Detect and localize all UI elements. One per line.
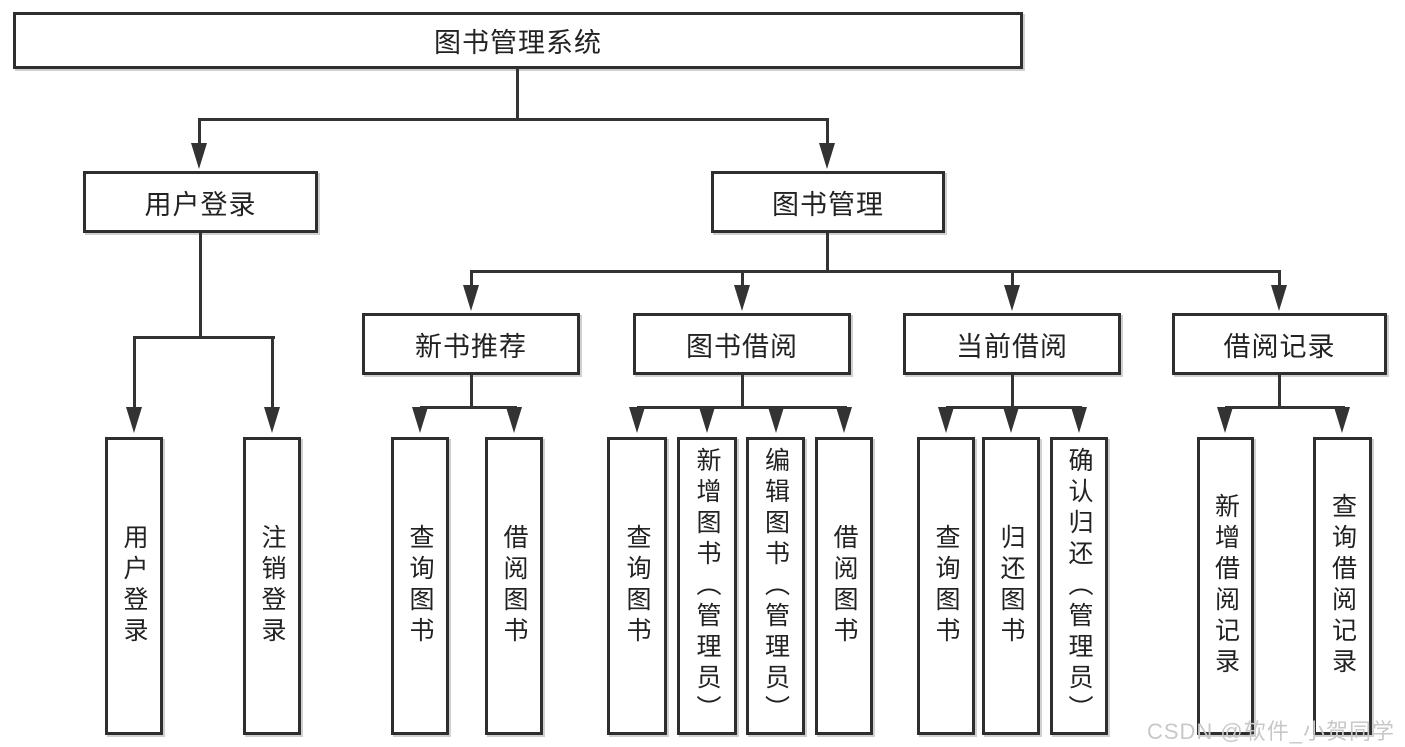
arrow-down-icon: [264, 407, 280, 433]
leaf-edit-book-admin: 编辑图书（管理员）: [746, 437, 805, 735]
connector-vline: [741, 375, 744, 406]
arrow-down-icon: [699, 407, 715, 433]
connector-vline: [470, 270, 473, 287]
leaf-query-books-recommend: 查询图书: [391, 437, 449, 735]
leaf-add-book-admin: 新增图书（管理员）: [677, 437, 737, 735]
connector-hline: [420, 406, 517, 409]
leaf-query-borrow-record: 查询借阅记录: [1313, 437, 1372, 735]
connector-vline: [133, 336, 136, 409]
leaf-query-books-borrow: 查询图书: [607, 437, 667, 735]
connector-hline: [637, 406, 847, 409]
node-book-borrow: 图书借阅: [633, 313, 851, 375]
connector-vline: [199, 233, 202, 336]
arrow-down-icon: [836, 407, 852, 433]
arrow-down-icon: [463, 285, 479, 311]
arrow-down-icon: [1004, 285, 1020, 311]
connector-hline: [1225, 406, 1345, 409]
connector-hline: [198, 118, 828, 121]
arrow-down-icon: [1003, 407, 1019, 433]
connector-vline: [516, 68, 519, 118]
leaf-user-login: 用户登录: [105, 437, 163, 735]
connector-vline: [826, 118, 829, 145]
leaf-logout: 注销登录: [243, 437, 301, 735]
connector-vline: [1278, 375, 1281, 406]
connector-hline: [471, 270, 1281, 273]
connector-vline: [826, 233, 829, 270]
arrow-down-icon: [1071, 407, 1087, 433]
arrow-down-icon: [819, 143, 835, 169]
arrow-down-icon: [1334, 407, 1350, 433]
leaf-borrow-books-recommend: 借阅图书: [485, 437, 543, 735]
connector-hline: [134, 336, 275, 339]
connector-vline: [1011, 375, 1014, 406]
leaf-borrow-books: 借阅图书: [815, 437, 873, 735]
connector-vline: [470, 375, 473, 406]
arrow-down-icon: [126, 407, 142, 433]
connector-vline: [741, 270, 744, 287]
leaf-add-borrow-record: 新增借阅记录: [1197, 437, 1254, 735]
node-user-login: 用户登录: [83, 171, 318, 233]
node-current-borrow: 当前借阅: [903, 313, 1121, 375]
leaf-query-books-current: 查询图书: [917, 437, 975, 735]
arrow-down-icon: [768, 407, 784, 433]
arrow-down-icon: [191, 143, 207, 169]
arrow-down-icon: [734, 285, 750, 311]
connector-vline: [1011, 270, 1014, 287]
node-book-management: 图书管理: [711, 171, 945, 233]
connector-vline: [198, 118, 201, 145]
csdn-watermark: CSDN @软件_小贺同学: [1146, 719, 1395, 744]
arrow-down-icon: [629, 407, 645, 433]
node-root: 图书管理系统: [13, 12, 1023, 69]
node-new-book-recommend: 新书推荐: [362, 313, 580, 375]
arrow-down-icon: [1271, 285, 1287, 311]
arrow-down-icon: [1217, 407, 1233, 433]
connector-vline: [271, 336, 274, 409]
node-borrow-records: 借阅记录: [1172, 313, 1387, 375]
leaf-confirm-return-admin: 确认归还（管理员）: [1050, 437, 1108, 735]
arrow-down-icon: [412, 407, 428, 433]
arrow-down-icon: [506, 407, 522, 433]
leaf-return-book: 归还图书: [982, 437, 1040, 735]
connector-vline: [1278, 270, 1281, 287]
arrow-down-icon: [938, 407, 954, 433]
